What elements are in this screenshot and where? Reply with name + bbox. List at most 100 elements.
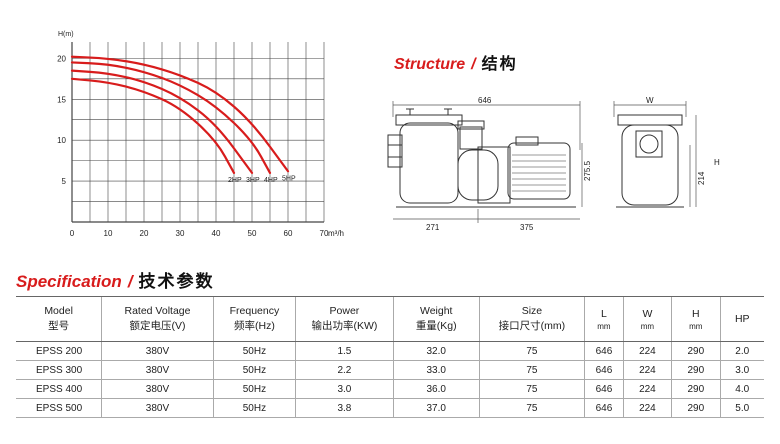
cell-H: 290 [671, 360, 720, 380]
x-tick-label: 70 [320, 229, 329, 238]
x-tick-label: 50 [248, 229, 257, 238]
side-port [639, 134, 659, 154]
dim-width-label: W [646, 96, 654, 105]
cell-weight: 37.0 [392, 398, 480, 418]
inlet-port [387, 134, 403, 168]
y-tick-label: 10 [57, 136, 66, 145]
x-tick-label: 10 [104, 229, 113, 238]
cell-L: 646 [584, 341, 624, 361]
motor-body [507, 142, 571, 200]
y-tick-label: 15 [57, 95, 66, 104]
specification-title-cn: 技术参数 [138, 272, 215, 291]
cell-model: EPSS 500 [16, 398, 102, 418]
side-flange [635, 130, 663, 158]
cell-frequency: 50Hz [212, 360, 296, 380]
series-curve [70, 77, 236, 175]
cell-HP: 3.0 [719, 360, 764, 380]
series-curve [70, 55, 290, 173]
header-frequency: Frequency 频率(Hz) [212, 296, 296, 342]
dim-base-height-label: 214 [697, 171, 706, 185]
motor-fins [512, 154, 566, 192]
cell-H: 290 [671, 341, 720, 361]
header-cn: 接口尺寸(mm) [498, 320, 566, 332]
table-row: EPSS 300 380V 50Hz 2.2 33.0 75 646 224 2… [16, 360, 764, 380]
table-row: EPSS 500 380V 50Hz 3.8 37.0 75 646 224 2… [16, 398, 764, 418]
cell-model: EPSS 300 [16, 360, 102, 380]
header-en: Size [521, 305, 543, 317]
cell-HP: 5.0 [719, 398, 764, 418]
strainer-housing [399, 122, 459, 204]
cell-size: 75 [478, 341, 585, 361]
cell-W: 224 [622, 341, 672, 361]
side-body [621, 124, 679, 206]
structure-heading: Structure/结构 [394, 50, 518, 74]
cell-voltage: 380V [101, 379, 214, 399]
series-label: 4HP [264, 177, 278, 184]
outlet-flange [457, 120, 485, 130]
cell-frequency: 50Hz [212, 379, 296, 399]
cell-frequency: 50Hz [212, 398, 296, 418]
header-cn: 频率(Hz) [234, 320, 275, 332]
cell-L: 646 [584, 379, 624, 399]
x-tick-label: 40 [212, 229, 221, 238]
header-en: Model [44, 305, 73, 317]
cell-model: EPSS 200 [16, 341, 102, 361]
specification-heading: Specification/技术参数 [16, 267, 215, 292]
outlet-port [459, 126, 483, 150]
header-unit: mm [689, 322, 703, 331]
pump-bracket [477, 146, 511, 204]
dim-H-label: H [714, 158, 720, 167]
dim-height-label: 275.5 [583, 160, 592, 181]
series-label: 2HP [228, 177, 242, 184]
cell-weight: 33.0 [392, 360, 480, 380]
structure-separator: / [471, 56, 476, 73]
header-unit: mm [597, 322, 611, 331]
header-en: HP [734, 312, 750, 325]
header-HP: HP [719, 296, 764, 342]
x-tick-label: 20 [140, 229, 149, 238]
y-tick-label: 20 [57, 54, 66, 63]
dim-left-label: 271 [426, 223, 440, 232]
cell-H: 290 [671, 379, 720, 399]
cell-power: 3.0 [295, 379, 394, 399]
header-cn: 输出功率(KW) [311, 320, 378, 332]
side-lid [617, 114, 683, 126]
x-tick-label: 30 [176, 229, 185, 238]
pump-structure-drawing: 646 271 375 275.5 W H 214 [387, 96, 720, 232]
cell-W: 224 [622, 379, 672, 399]
cell-size: 75 [478, 379, 585, 399]
cell-frequency: 50Hz [212, 341, 296, 361]
terminal-box [515, 136, 539, 146]
cell-L: 646 [584, 360, 624, 380]
series-label: 5HP [282, 175, 296, 182]
cell-weight: 36.0 [392, 379, 480, 399]
structure-title: Structure [394, 56, 466, 73]
cell-power: 3.8 [295, 398, 394, 418]
header-en: Rated Voltage [124, 305, 191, 317]
cell-size: 75 [478, 398, 585, 418]
cell-W: 224 [622, 360, 672, 380]
header-en: W [642, 308, 653, 320]
x-tick-label: 60 [284, 229, 293, 238]
header-cn: 重量(Kg) [415, 320, 457, 332]
header-cn: 型号 [48, 320, 70, 332]
series-curve [70, 61, 272, 175]
header-en: Frequency [229, 305, 280, 317]
cell-HP: 4.0 [719, 379, 764, 399]
header-en: L [601, 308, 607, 320]
cell-model: EPSS 400 [16, 379, 102, 399]
x-axis-label: m³/h [328, 229, 344, 238]
y-tick-label: 5 [62, 177, 67, 186]
table-row: EPSS 200 380V 50Hz 1.5 32.0 75 646 224 2… [16, 341, 764, 361]
header-model: Model 型号 [16, 296, 102, 342]
cell-voltage: 380V [101, 341, 214, 361]
header-en: Power [329, 305, 360, 317]
series-curve [70, 69, 254, 175]
header-en: H [692, 308, 700, 320]
